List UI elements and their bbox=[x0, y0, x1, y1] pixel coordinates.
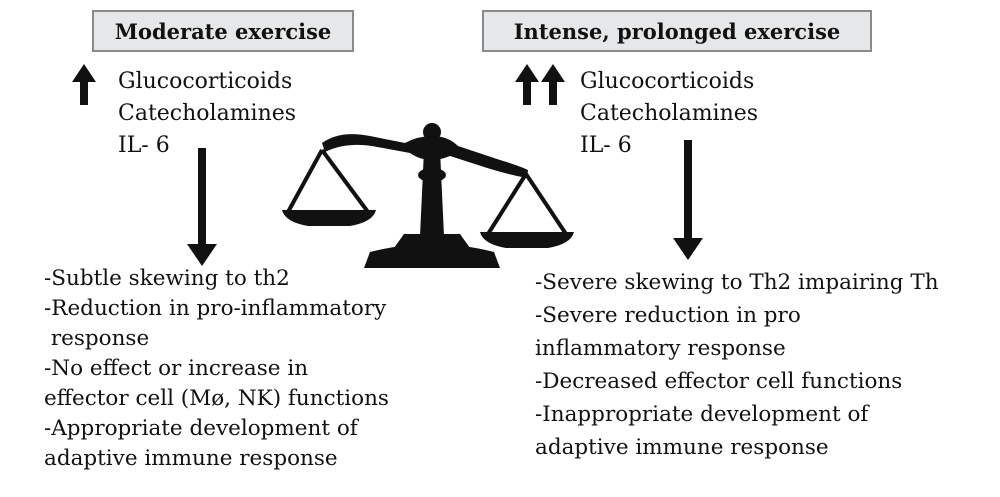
effect-line: adaptive immune response bbox=[535, 435, 829, 460]
hormone-item: Glucocorticoids bbox=[580, 69, 755, 94]
intense-effects-list: -Severe skewing to Th2 impairing Th -Sev… bbox=[535, 266, 939, 464]
intense-hormone-list: Glucocorticoids Catecholamines IL- 6 bbox=[580, 66, 758, 162]
effect-line: inflammatory response bbox=[535, 336, 786, 361]
moderate-hormone-list: Glucocorticoids Catecholamines IL- 6 bbox=[118, 66, 296, 162]
hormone-item: IL- 6 bbox=[580, 133, 632, 158]
header-title: Intense, prolonged exercise bbox=[513, 18, 841, 44]
hormone-item: Catecholamines bbox=[118, 101, 297, 126]
effect-line: -Appropriate development of bbox=[44, 416, 358, 441]
effect-line: -Severe skewing to Th2 impairing Th bbox=[535, 270, 939, 295]
effect-line: -No effect or increase in bbox=[44, 356, 309, 381]
moderate-exercise-header: Moderate exercise bbox=[92, 10, 354, 52]
down-arrow-icon bbox=[187, 148, 217, 266]
effect-line: -Severe reduction in pro bbox=[535, 303, 801, 328]
effect-line: -Reduction in pro-inflammatory bbox=[44, 296, 387, 321]
double-up-arrow-icon bbox=[515, 64, 565, 105]
down-arrow-icon bbox=[673, 140, 703, 260]
intense-exercise-header: Intense, prolonged exercise bbox=[482, 10, 872, 52]
effect-line: effector cell (Mø, NK) functions bbox=[44, 386, 389, 411]
effect-line: adaptive immune response bbox=[44, 446, 338, 471]
up-arrow-icon bbox=[72, 64, 96, 105]
effect-line: -Inappropriate development of bbox=[535, 402, 869, 427]
moderate-effects-list: -Subtle skewing to th2 -Reduction in pro… bbox=[44, 264, 389, 474]
effect-line: -Subtle skewing to th2 bbox=[44, 266, 290, 291]
balance-scale-icon bbox=[282, 123, 574, 268]
effect-line: -Decreased effector cell functions bbox=[535, 369, 903, 394]
effect-line: response bbox=[44, 326, 150, 351]
hormone-item: Glucocorticoids bbox=[118, 69, 293, 94]
header-title: Moderate exercise bbox=[114, 18, 332, 44]
hormone-item: IL- 6 bbox=[118, 133, 170, 158]
hormone-item: Catecholamines bbox=[580, 101, 759, 126]
